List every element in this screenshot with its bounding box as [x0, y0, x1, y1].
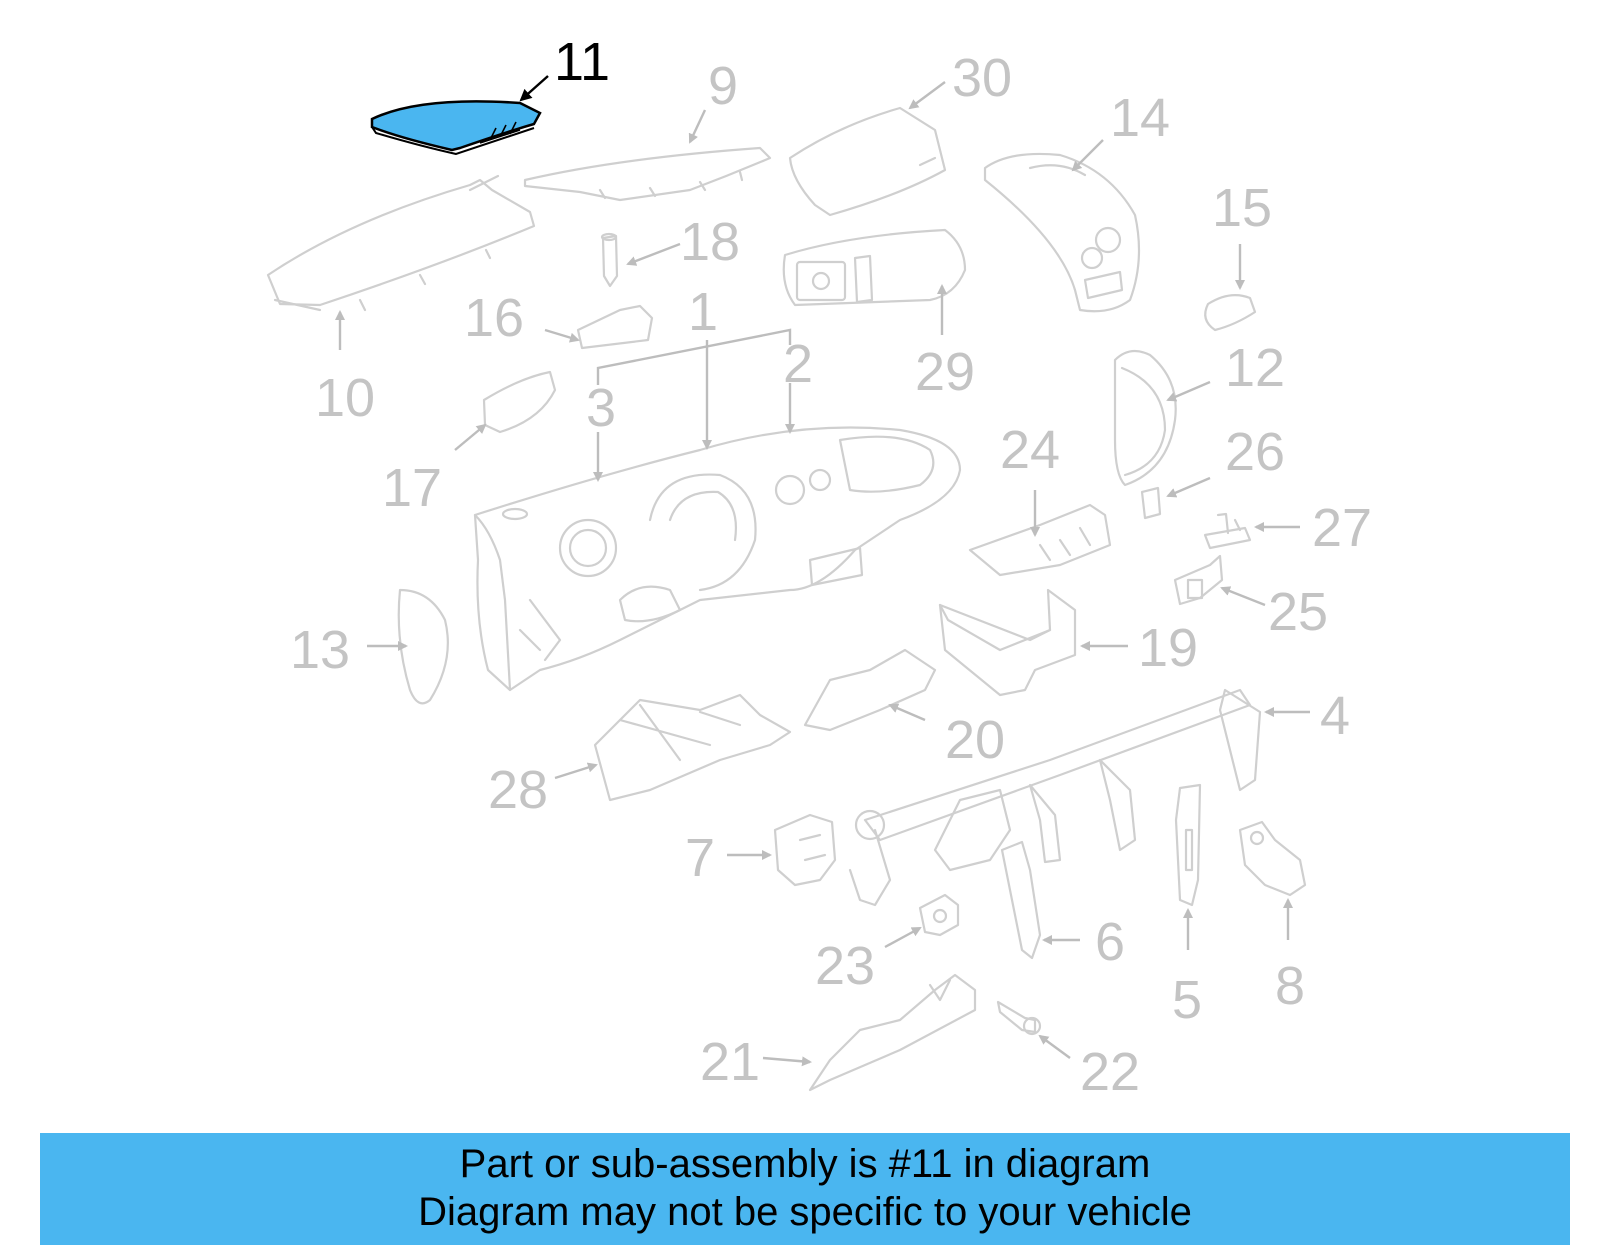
part-29	[782, 228, 967, 307]
callout-14: 14	[1110, 88, 1170, 148]
callout-27: 27	[1312, 498, 1372, 558]
part-12	[1113, 349, 1177, 487]
callout-22: 22	[1080, 1042, 1140, 1102]
callout-10: 10	[315, 368, 375, 428]
part-25	[1173, 554, 1224, 606]
part-17	[482, 370, 557, 434]
callout-16: 16	[464, 288, 524, 348]
part-7	[773, 813, 837, 887]
callout-21: 21	[700, 1032, 760, 1092]
part-14	[983, 152, 1141, 313]
part-11-highlighted[interactable]	[370, 100, 542, 156]
part-30	[788, 106, 947, 217]
callout-1: 1	[688, 282, 718, 342]
part-13	[397, 588, 449, 705]
part-19	[938, 588, 1077, 697]
part-8	[1238, 820, 1307, 897]
part-6	[1000, 840, 1042, 960]
callout-29: 29	[915, 342, 975, 402]
part-27	[1203, 512, 1252, 550]
part-18	[600, 232, 619, 288]
leader-11	[519, 75, 549, 102]
callout-11[interactable]: 11	[554, 32, 610, 92]
callout-17: 17	[382, 458, 442, 518]
callout-6: 6	[1095, 912, 1125, 972]
callout-7: 7	[685, 828, 715, 888]
callout-20: 20	[945, 710, 1005, 770]
part-28	[593, 693, 792, 802]
part-16	[576, 304, 654, 350]
part-26	[1140, 486, 1162, 520]
callout-26: 26	[1225, 422, 1285, 482]
callout-24: 24	[1000, 420, 1060, 480]
callout-3: 3	[586, 378, 616, 438]
part-24	[968, 503, 1112, 577]
callout-12: 12	[1225, 338, 1285, 398]
part-20	[803, 648, 937, 732]
part-21	[808, 973, 977, 1092]
callout-2: 2	[783, 334, 813, 394]
callout-5: 5	[1172, 970, 1202, 1030]
part-22	[996, 1000, 1042, 1036]
callout-28: 28	[488, 760, 548, 820]
bracket-1-2-3	[596, 328, 792, 385]
callout-9: 9	[708, 56, 738, 116]
part-9	[523, 146, 772, 202]
callout-23: 23	[815, 936, 875, 996]
part-4	[848, 688, 1262, 907]
parts-diagram: 11 9 30 14 15 18 16 1 2 3 10 29 12 17 24…	[266, 32, 1372, 1102]
callout-18: 18	[680, 212, 740, 272]
part-10	[266, 174, 536, 312]
part-1-2-3-instrument-panel	[473, 426, 962, 692]
callout-13: 13	[290, 620, 350, 680]
callout-4: 4	[1320, 686, 1350, 746]
callout-30: 30	[952, 48, 1012, 108]
callout-15: 15	[1212, 178, 1272, 238]
part-15	[1204, 293, 1257, 332]
callout-8: 8	[1275, 956, 1305, 1016]
info-banner: Part or sub-assembly is #11 in diagram D…	[40, 1133, 1570, 1245]
banner-line-1: Part or sub-assembly is #11 in diagram	[459, 1142, 1151, 1186]
banner-line-2: Diagram may not be specific to your vehi…	[418, 1190, 1192, 1234]
part-5	[1174, 783, 1202, 907]
callout-25: 25	[1268, 582, 1328, 642]
callout-19: 19	[1138, 618, 1198, 678]
part-23	[918, 893, 960, 937]
